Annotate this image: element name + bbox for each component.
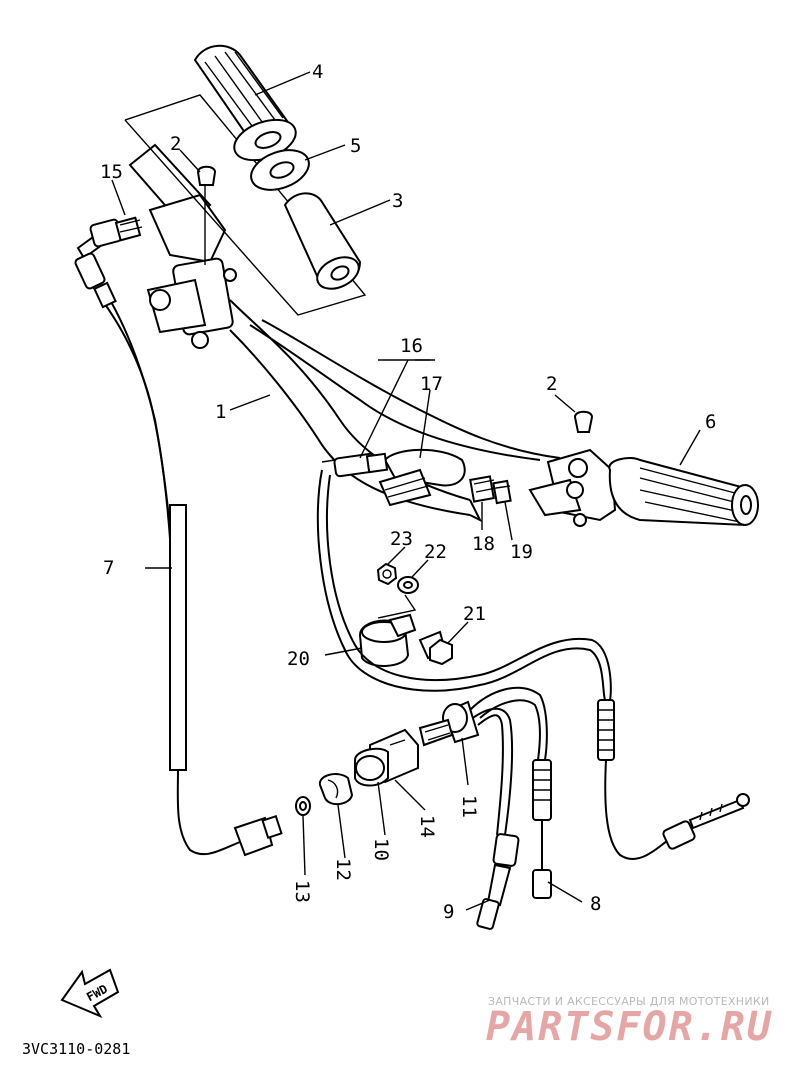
cable-boot-17 (321, 448, 466, 507)
callout-8: 8 (590, 893, 601, 915)
cable-7 (74, 218, 283, 857)
callout-13: 13 (291, 880, 313, 903)
callout-2-left: 2 (170, 133, 181, 155)
leader-lines (111, 71, 701, 911)
right-grip-top (193, 44, 297, 162)
adjuster-15 (114, 216, 143, 242)
callout-6: 6 (705, 411, 716, 433)
callout-1: 1 (215, 401, 226, 423)
callout-10: 10 (370, 838, 392, 861)
callout-7: 7 (103, 557, 114, 579)
callout-16: 16 (400, 335, 423, 357)
right-switch-grip (528, 410, 759, 527)
cable-junction-11 (418, 700, 480, 747)
callout-11: 11 (458, 795, 480, 818)
callout-20: 20 (287, 648, 310, 670)
cable-housing-14-10 (354, 728, 419, 787)
callout-18: 18 (472, 533, 495, 555)
callout-21: 21 (463, 603, 486, 625)
throttle-cables (316, 469, 750, 930)
exploded-bracket-lower (377, 594, 417, 619)
callout-17: 17 (420, 373, 443, 395)
washer-5 (250, 149, 310, 191)
nut-23-washer-22 (376, 562, 419, 594)
callout-5: 5 (350, 135, 361, 157)
callout-2-right: 2 (546, 373, 557, 395)
exploded-bracket-top (124, 94, 367, 316)
clamp-20 (358, 613, 417, 667)
callout-14: 14 (416, 815, 438, 838)
callout-22: 22 (424, 541, 447, 563)
callout-4: 4 (312, 61, 323, 83)
adjuster-18-19 (469, 475, 512, 505)
callout-19: 19 (510, 541, 533, 563)
callout-23: 23 (390, 528, 413, 550)
callout-15: 15 (100, 161, 123, 183)
callout-9: 9 (443, 901, 454, 923)
oring-13 (295, 796, 311, 816)
diagram-code: 3VC3110-0281 (22, 1040, 131, 1058)
left-grip-assembly (128, 143, 237, 349)
callout-labels: 4 5 3 2 15 1 16 17 2 6 18 19 23 22 7 21 … (100, 61, 716, 923)
watermark-brand: PARTSFOR.RU (486, 1004, 773, 1050)
clip-12 (318, 773, 354, 806)
callout-3: 3 (392, 190, 403, 212)
bolt-21 (418, 630, 453, 666)
callout-12: 12 (332, 858, 354, 881)
throttle-tube (283, 192, 362, 290)
watermark-caption: ЗАПЧАСТИ И АКСЕССУАРЫ ДЛЯ МОТОТЕХНИКИ (488, 995, 770, 1008)
fwd-arrow-icon: FWD (60, 968, 120, 1019)
